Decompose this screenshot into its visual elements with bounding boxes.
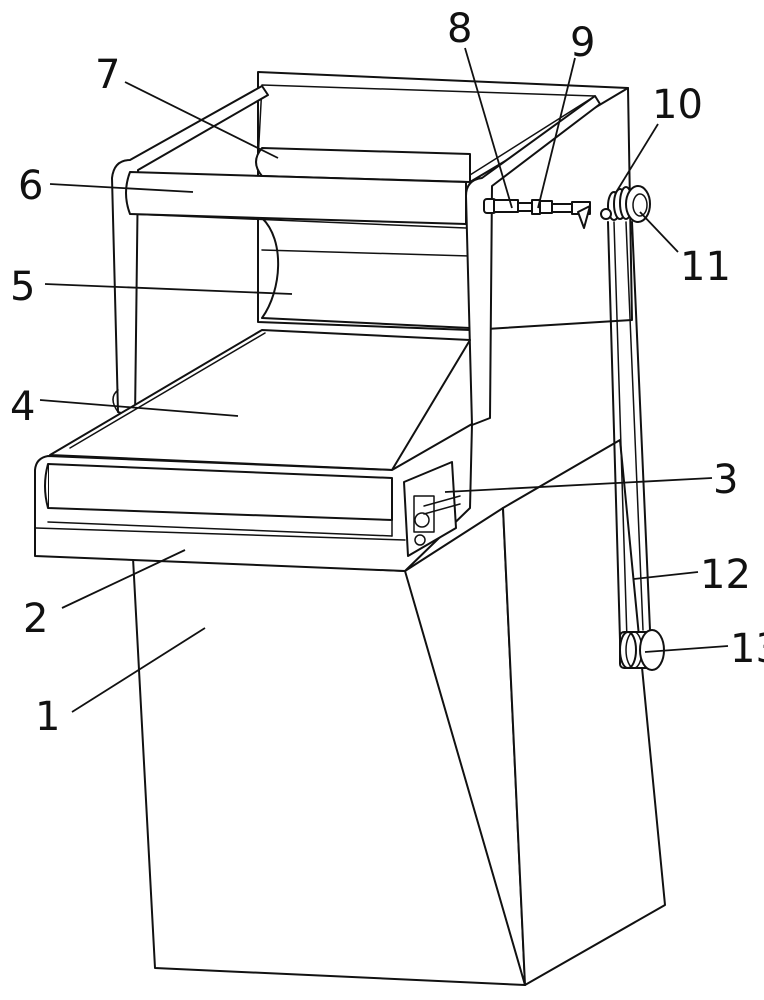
label-11: 11	[680, 244, 731, 290]
lower-pulley	[619, 629, 665, 671]
label-7: 7	[95, 52, 120, 98]
leader-12	[633, 571, 699, 580]
conveyor-tray	[34, 423, 473, 572]
leader-6	[49, 183, 194, 193]
adjustment-block	[403, 461, 461, 557]
label-13: 13	[730, 626, 764, 672]
guide-roller	[125, 171, 467, 229]
left-side-plate	[111, 85, 269, 419]
leader-2	[61, 549, 186, 609]
drive-belt	[607, 221, 651, 641]
label-9: 9	[570, 20, 595, 66]
upper-pulley	[600, 185, 651, 223]
label-5: 5	[10, 264, 35, 310]
leader-3	[444, 477, 713, 493]
leader-10	[614, 123, 659, 195]
label-12: 12	[700, 552, 751, 598]
material-sheet	[261, 217, 471, 329]
label-8: 8	[447, 6, 472, 52]
leader-4	[39, 399, 239, 417]
leader-7	[124, 81, 279, 159]
part-labels: 1 2 3 4 5 6 7 8 9 10 11 12 13	[10, 6, 764, 740]
drive-shaft	[483, 198, 591, 229]
leader-5	[44, 283, 293, 295]
label-4: 4	[10, 384, 35, 430]
leader-lines	[39, 47, 729, 713]
label-6: 6	[18, 163, 43, 209]
label-10: 10	[652, 82, 703, 128]
leader-9	[537, 57, 576, 209]
leader-11	[639, 211, 679, 253]
label-1: 1	[35, 694, 60, 740]
leader-13	[644, 645, 729, 653]
leader-1	[71, 627, 206, 713]
leader-8	[464, 47, 513, 209]
label-2: 2	[23, 596, 48, 642]
label-3: 3	[713, 457, 738, 503]
